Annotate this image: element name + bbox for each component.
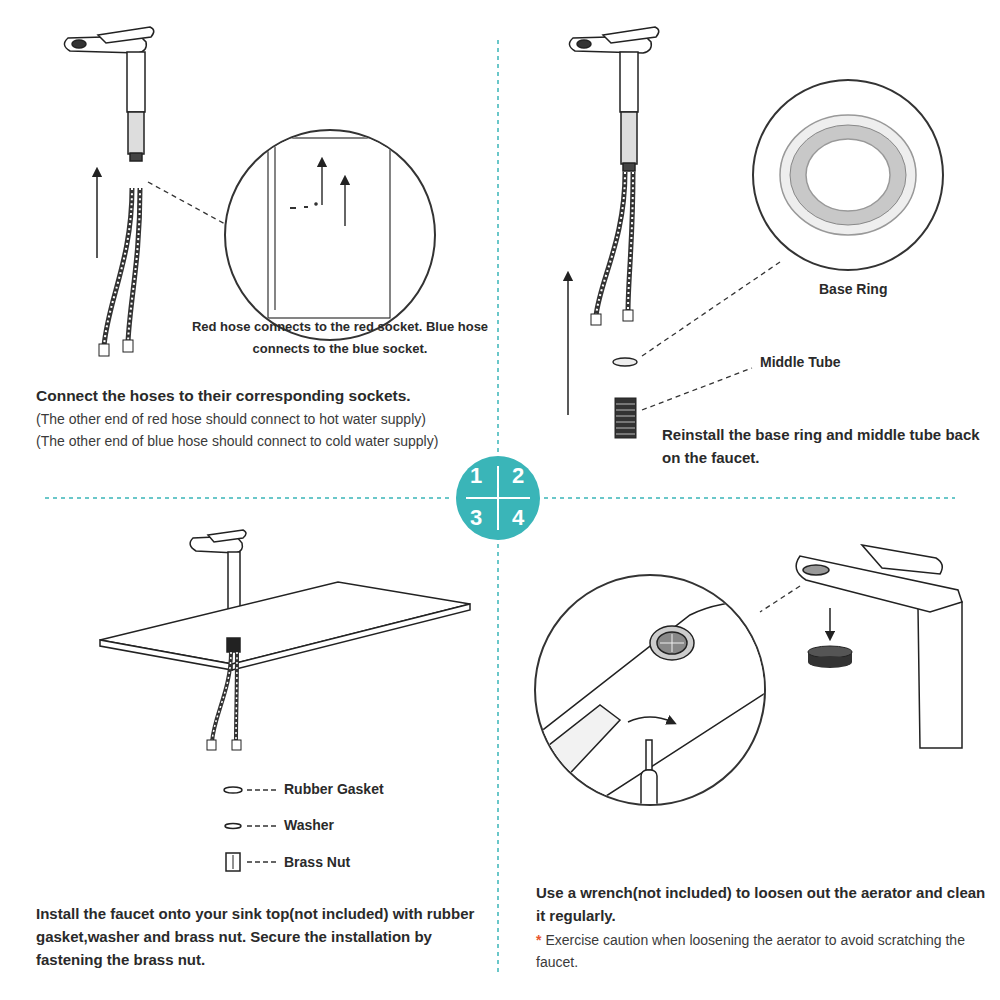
- step-number: 3: [464, 505, 488, 531]
- part-label: Base Ring: [819, 280, 939, 298]
- step-number: 2: [506, 463, 530, 489]
- step-note: (The other end of red hose should connec…: [36, 409, 491, 429]
- step-heading: Connect the hoses to their corresponding…: [36, 385, 491, 407]
- step-heading: Install the faucet onto your sink top(no…: [36, 902, 494, 971]
- caution-text: Exercise caution when loosening the aera…: [536, 932, 965, 970]
- circle-divider: [456, 456, 540, 540]
- step-note: (The other end of blue hose should conne…: [36, 431, 491, 451]
- part-label: Washer: [284, 816, 434, 834]
- step-heading: Use a wrench(not included) to loosen out…: [536, 881, 991, 927]
- caution-note: *Exercise caution when loosening the aer…: [536, 929, 966, 973]
- step-heading: Reinstall the base ring and middle tube …: [662, 423, 996, 469]
- part-label: Middle Tube: [760, 353, 890, 371]
- step-number-circle: 1234: [456, 456, 540, 540]
- caution-mark: *: [536, 932, 541, 948]
- part-label: Rubber Gasket: [284, 780, 434, 798]
- callout-text: Red hose connects to the red socket. Blu…: [185, 316, 495, 360]
- step-number: 1: [464, 463, 488, 489]
- part-label: Brass Nut: [284, 853, 434, 871]
- step-number: 4: [506, 505, 530, 531]
